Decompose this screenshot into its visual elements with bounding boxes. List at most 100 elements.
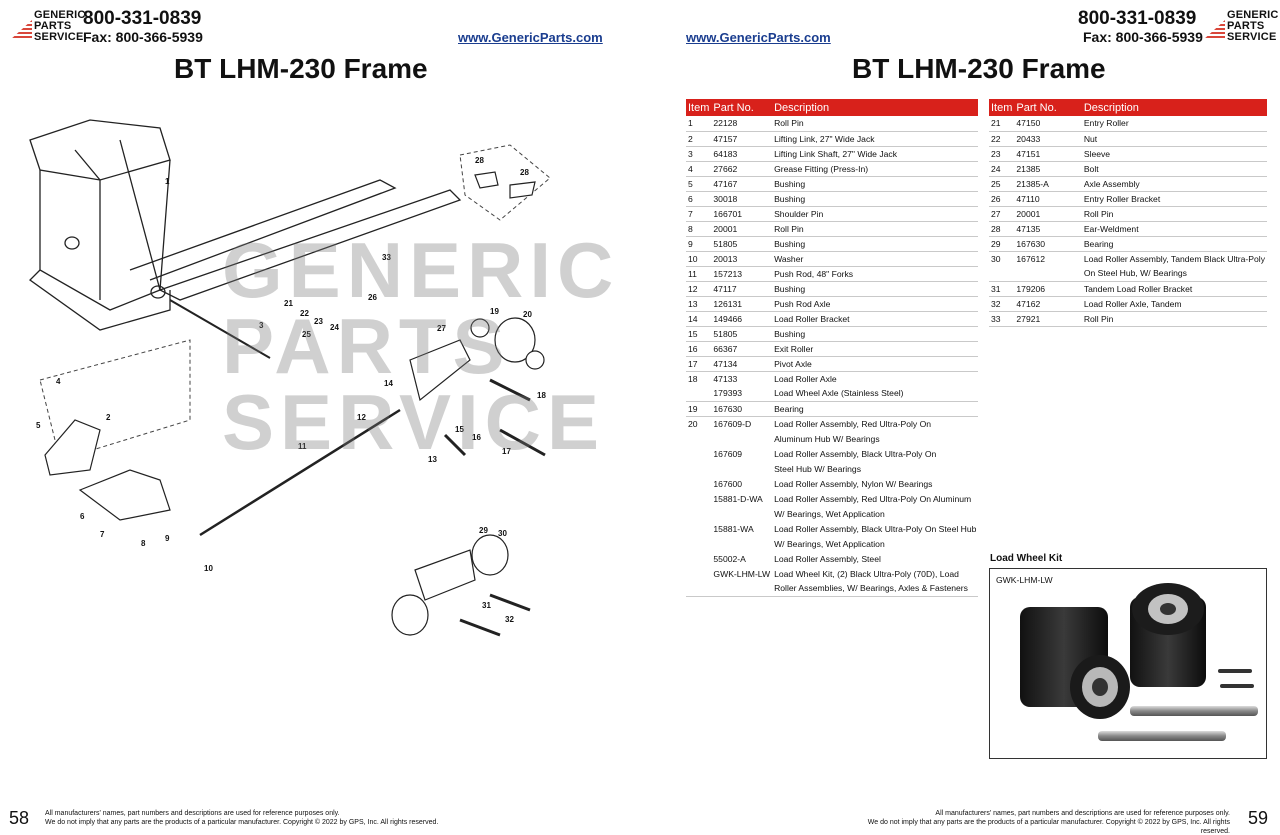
cell-item: 25 — [989, 176, 1015, 192]
page-title: BT LHM-230 Frame — [852, 53, 1106, 84]
cell-part-number: 55002-A — [713, 553, 746, 564]
logo-line: PARTS — [34, 20, 72, 32]
kit-image-box: GWK-LHM-LW — [989, 568, 1267, 759]
cell-description: Bushing — [772, 176, 979, 192]
cell-item: 20 — [688, 418, 698, 429]
cell-item — [686, 566, 711, 581]
logo-line: GENERIC — [34, 9, 86, 21]
cell-item: 27 — [989, 206, 1015, 222]
callout-label: 23 — [314, 317, 323, 326]
cell-description: Load Roller Assembly, Nylon W/ Bearings — [774, 478, 933, 489]
cell-item: 33 — [989, 311, 1015, 327]
logo-line: SERVICE — [34, 31, 84, 43]
cell-part-number — [1014, 266, 1082, 282]
cell-item: 28 — [989, 221, 1015, 237]
website-link[interactable]: www.GenericParts.com — [686, 30, 831, 45]
callout-label: 28 — [520, 168, 529, 177]
cell-description: Washer — [772, 251, 979, 267]
callout-label: 22 — [300, 309, 309, 318]
bushing-hole — [150, 285, 166, 299]
callout-label: 31 — [482, 601, 491, 610]
header-item: Item — [989, 99, 1015, 116]
bushing-hole — [64, 236, 80, 250]
cell-description: W/ Bearings, Wet Application — [774, 538, 885, 549]
page-number-left: 58 — [9, 808, 30, 828]
bearing — [525, 350, 545, 370]
callout-label: 11 — [298, 442, 307, 451]
cell-description: Exit Roller — [772, 341, 979, 357]
cell-description: Load Wheel Axle (Stainless Steel) — [772, 386, 979, 402]
cell-part-number: 167612 — [1016, 253, 1046, 264]
cell-item: 23 — [989, 146, 1015, 162]
roller-bracket — [414, 549, 476, 601]
cell-part-number: 20001 — [1014, 206, 1082, 222]
cell-item: 21 — [989, 116, 1015, 132]
cell-item: 29 — [989, 236, 1015, 252]
header-description: Description — [772, 99, 979, 116]
kit-title: Load Wheel Kit — [990, 553, 1063, 564]
cell-description: Bearing — [772, 401, 979, 417]
cell-description: Bushing — [772, 281, 979, 297]
cell-item: 15 — [686, 326, 712, 342]
cell-part-number — [711, 581, 773, 597]
watermark: GENERIC PARTS SERVICE — [222, 226, 620, 466]
cell-part-number — [711, 431, 772, 446]
cell-description: Bolt — [1081, 161, 1267, 177]
logo-mark-icon — [10, 10, 34, 42]
callout-label: 20 — [523, 310, 532, 319]
ear-weldment — [509, 181, 536, 199]
frame-backrest — [29, 119, 171, 181]
callout-label: 24 — [330, 323, 339, 332]
cell-description: Roll Pin — [1081, 311, 1267, 327]
cell-part-number — [711, 461, 772, 476]
cell-part-number: 149466 — [711, 311, 773, 327]
website-link[interactable]: www.GenericParts.com — [458, 30, 603, 45]
cell-part-number: 179206 — [1014, 281, 1082, 297]
cell-item — [686, 446, 711, 461]
cell-description: Bushing — [772, 326, 979, 342]
cell-item — [686, 506, 711, 521]
cell-description: Shoulder Pin — [772, 206, 979, 222]
cell-part-number — [711, 536, 772, 551]
cell-item: 10 — [686, 251, 712, 267]
cell-description: Entry Roller — [1081, 116, 1267, 132]
cell-item: 31 — [989, 281, 1015, 297]
callout-label: 21 — [284, 299, 293, 308]
callout-label: 1 — [165, 177, 170, 186]
cell-item: 30 — [991, 253, 1001, 264]
load-wheel-kit-image — [1020, 583, 1258, 741]
cell-part-number: 47134 — [711, 356, 773, 372]
callout-label: 6 — [80, 512, 85, 521]
cell-part-number: 179393 — [711, 386, 773, 402]
cell-description: W/ Bearings, Wet Application — [774, 508, 885, 519]
cell-description: Roller Assemblies, W/ Bearings, Axles & … — [772, 581, 979, 597]
disclaimer-right: All manufacturers' names, part numbers a… — [867, 810, 1230, 835]
cell-part-number: 47157 — [711, 131, 773, 147]
cell-item: 18 — [688, 373, 698, 384]
callout-label: 25 — [302, 330, 311, 339]
fork-right — [129, 179, 397, 281]
cell-item: 11 — [686, 266, 712, 282]
cell-part-number: 51805 — [711, 326, 773, 342]
cell-item: 9 — [686, 236, 712, 252]
cell-description: Load Roller Assembly, Red Ultra-Poly On — [774, 418, 932, 429]
callout-label: 27 — [437, 324, 446, 333]
cell-item: 6 — [686, 191, 712, 207]
